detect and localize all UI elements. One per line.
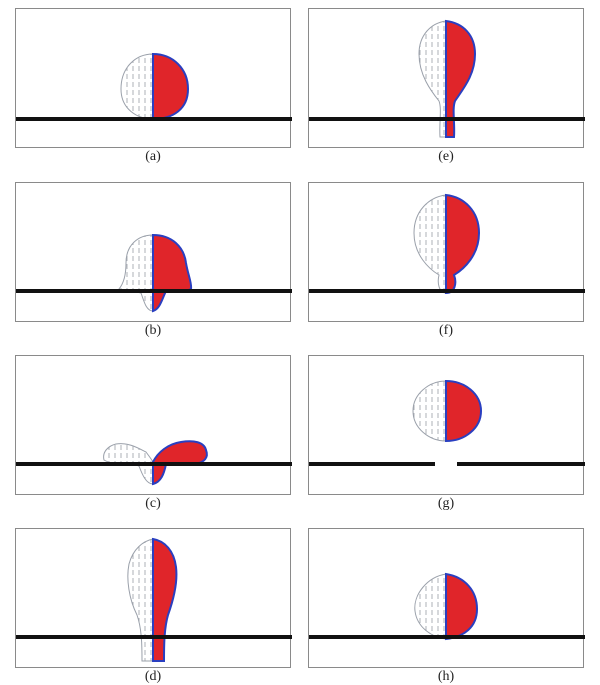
caption-c: (c) bbox=[15, 496, 291, 512]
wall-line bbox=[309, 117, 585, 121]
wall-line bbox=[309, 289, 585, 293]
panel-c: (c) bbox=[15, 355, 291, 495]
wall-line bbox=[16, 289, 292, 293]
droplet-ghost-half bbox=[121, 54, 153, 119]
wall-line-left bbox=[309, 462, 435, 466]
panel-f: (f) bbox=[308, 182, 584, 322]
droplet-ghost-half bbox=[415, 574, 446, 639]
panel-h: (h) bbox=[308, 528, 584, 668]
caption-a: (a) bbox=[15, 149, 291, 165]
droplet-fluid-half bbox=[446, 195, 479, 293]
droplet-fluid-half bbox=[446, 381, 481, 441]
panel-d-drawing bbox=[16, 529, 292, 669]
droplet-fluid-half bbox=[153, 54, 188, 119]
panel-c-frame bbox=[15, 355, 291, 495]
panel-f-drawing bbox=[309, 183, 585, 323]
droplet-ghost-half bbox=[413, 381, 446, 441]
droplet-ghost-half bbox=[119, 235, 153, 311]
panel-a-drawing bbox=[16, 9, 292, 149]
droplet-ghost-half bbox=[414, 195, 446, 293]
panel-f-frame bbox=[308, 182, 584, 322]
wall-line bbox=[309, 635, 585, 639]
panel-g: (g) bbox=[308, 355, 584, 495]
panel-a-frame bbox=[15, 8, 291, 148]
panel-h-frame bbox=[308, 528, 584, 668]
wall-line bbox=[16, 462, 292, 466]
droplet-ghost-half bbox=[128, 539, 153, 661]
wall-line bbox=[16, 117, 292, 121]
droplet-fluid-half bbox=[153, 235, 191, 311]
panel-e: (e) bbox=[308, 8, 584, 148]
panel-b: (b) bbox=[15, 182, 291, 322]
wall-line-right bbox=[457, 462, 585, 466]
panel-g-drawing bbox=[309, 356, 585, 496]
panel-g-frame bbox=[308, 355, 584, 495]
panel-e-frame bbox=[308, 8, 584, 148]
droplet-fluid-half bbox=[153, 539, 176, 661]
caption-g: (g) bbox=[308, 496, 584, 512]
panel-c-drawing bbox=[16, 356, 292, 496]
panel-h-drawing bbox=[309, 529, 585, 669]
caption-e: (e) bbox=[308, 149, 584, 165]
panel-a: (a) bbox=[15, 8, 291, 148]
panel-d: (d) bbox=[15, 528, 291, 668]
droplet-fluid-half bbox=[446, 574, 477, 639]
caption-d: (d) bbox=[15, 669, 291, 685]
panel-b-frame bbox=[15, 182, 291, 322]
caption-f: (f) bbox=[308, 323, 584, 339]
panel-d-frame bbox=[15, 528, 291, 668]
wall-line bbox=[16, 635, 292, 639]
caption-h: (h) bbox=[308, 669, 584, 685]
caption-b: (b) bbox=[15, 323, 291, 339]
panel-b-drawing bbox=[16, 183, 292, 323]
panel-e-drawing bbox=[309, 9, 585, 149]
